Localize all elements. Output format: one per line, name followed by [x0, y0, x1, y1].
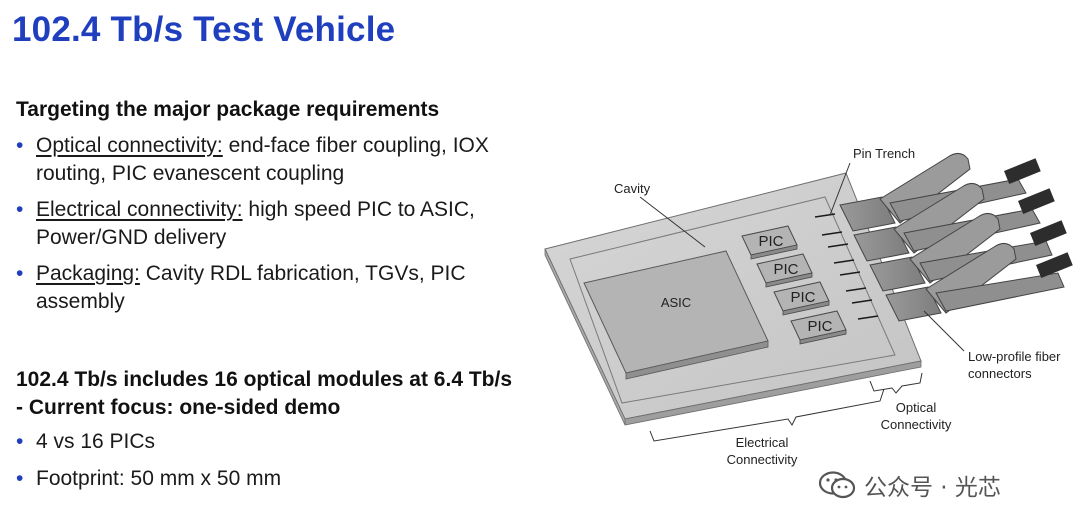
- list-item: • Electrical connectivity: high speed PI…: [16, 196, 516, 252]
- list-item: • 4 vs 16 PICs: [16, 428, 516, 456]
- watermark: 公众号 · 光芯: [818, 468, 1001, 502]
- bullet-text: end-face fiber coupling, IOX routing, PI…: [36, 134, 489, 185]
- pic-chip: PIC: [756, 253, 813, 288]
- fiber-leader: [923, 310, 965, 352]
- optical-label-line2: Connectivity: [881, 417, 952, 432]
- cavity-outline: [569, 196, 896, 404]
- asic-chip: ASIC: [583, 250, 769, 380]
- pic-label: PIC: [773, 261, 798, 278]
- pic-label: PIC: [790, 289, 815, 306]
- bullet-icon: •: [16, 430, 24, 453]
- list-item: • Optical connectivity: end-face fiber c…: [16, 132, 516, 188]
- watermark-text: 公众号 · 光芯: [864, 475, 1001, 501]
- pic-chip: PIC: [741, 225, 798, 260]
- package-diagram: ASIC PIC PIC PIC PIC: [544, 146, 1073, 467]
- pic-chip: PIC: [773, 281, 830, 316]
- slide-title: 102.4 Tb/s Test Vehicle: [12, 10, 396, 49]
- pic-chip: PIC: [790, 310, 847, 345]
- bullet-text: Footprint: 50 mm x 50 mm: [36, 467, 282, 490]
- bullet-icon: •: [16, 262, 24, 285]
- cavity-leader: [639, 196, 706, 248]
- bullet-icon: •: [16, 467, 24, 490]
- fiber-connector: [885, 243, 1073, 322]
- list-item: • Footprint: 50 mm x 50 mm: [16, 465, 516, 493]
- bullet-icon: •: [16, 198, 24, 221]
- asic-label: ASIC: [661, 295, 691, 310]
- bullet-icon: •: [16, 134, 24, 157]
- pin-trench-lines: [814, 213, 879, 320]
- wechat-icon: [818, 471, 856, 499]
- bullet-text: Cavity RDL fabrication, TGVs, PIC assemb…: [36, 262, 466, 313]
- bullet-label: Optical connectivity:: [36, 134, 223, 157]
- bullet-text: 4 vs 16 PICs: [36, 430, 156, 453]
- bullet-label: Packaging:: [36, 262, 140, 285]
- pic-label: PIC: [758, 233, 783, 250]
- electrical-label-line2: Connectivity: [727, 452, 798, 467]
- requirements-list: • Optical connectivity: end-face fiber c…: [16, 132, 516, 324]
- bullet-text: high speed PIC to ASIC, Power/GND delive…: [36, 198, 475, 249]
- optical-bracket: [869, 372, 923, 394]
- pic-label: PIC: [807, 318, 832, 335]
- optical-label-line1: Optical: [896, 400, 937, 415]
- list-item: • Packaging: Cavity RDL fabrication, TGV…: [16, 260, 516, 316]
- fiber-label-line1: Low-profile fiber: [968, 349, 1061, 364]
- fiber-label-line2: connectors: [968, 366, 1032, 381]
- focus-list: • 4 vs 16 PICs • Footprint: 50 mm x 50 m…: [16, 428, 516, 502]
- electrical-bracket: [649, 388, 885, 442]
- pin-trench-label: Pin Trench: [853, 146, 915, 161]
- electrical-label-line1: Electrical: [736, 435, 789, 450]
- section-heading-requirements: Targeting the major package requirements: [16, 98, 440, 121]
- cavity-label: Cavity: [614, 181, 651, 196]
- pin-trench-leader: [829, 162, 851, 216]
- bullet-label: Electrical connectivity:: [36, 198, 243, 221]
- section-heading-modules: 102.4 Tb/s includes 16 optical modules a…: [16, 368, 513, 419]
